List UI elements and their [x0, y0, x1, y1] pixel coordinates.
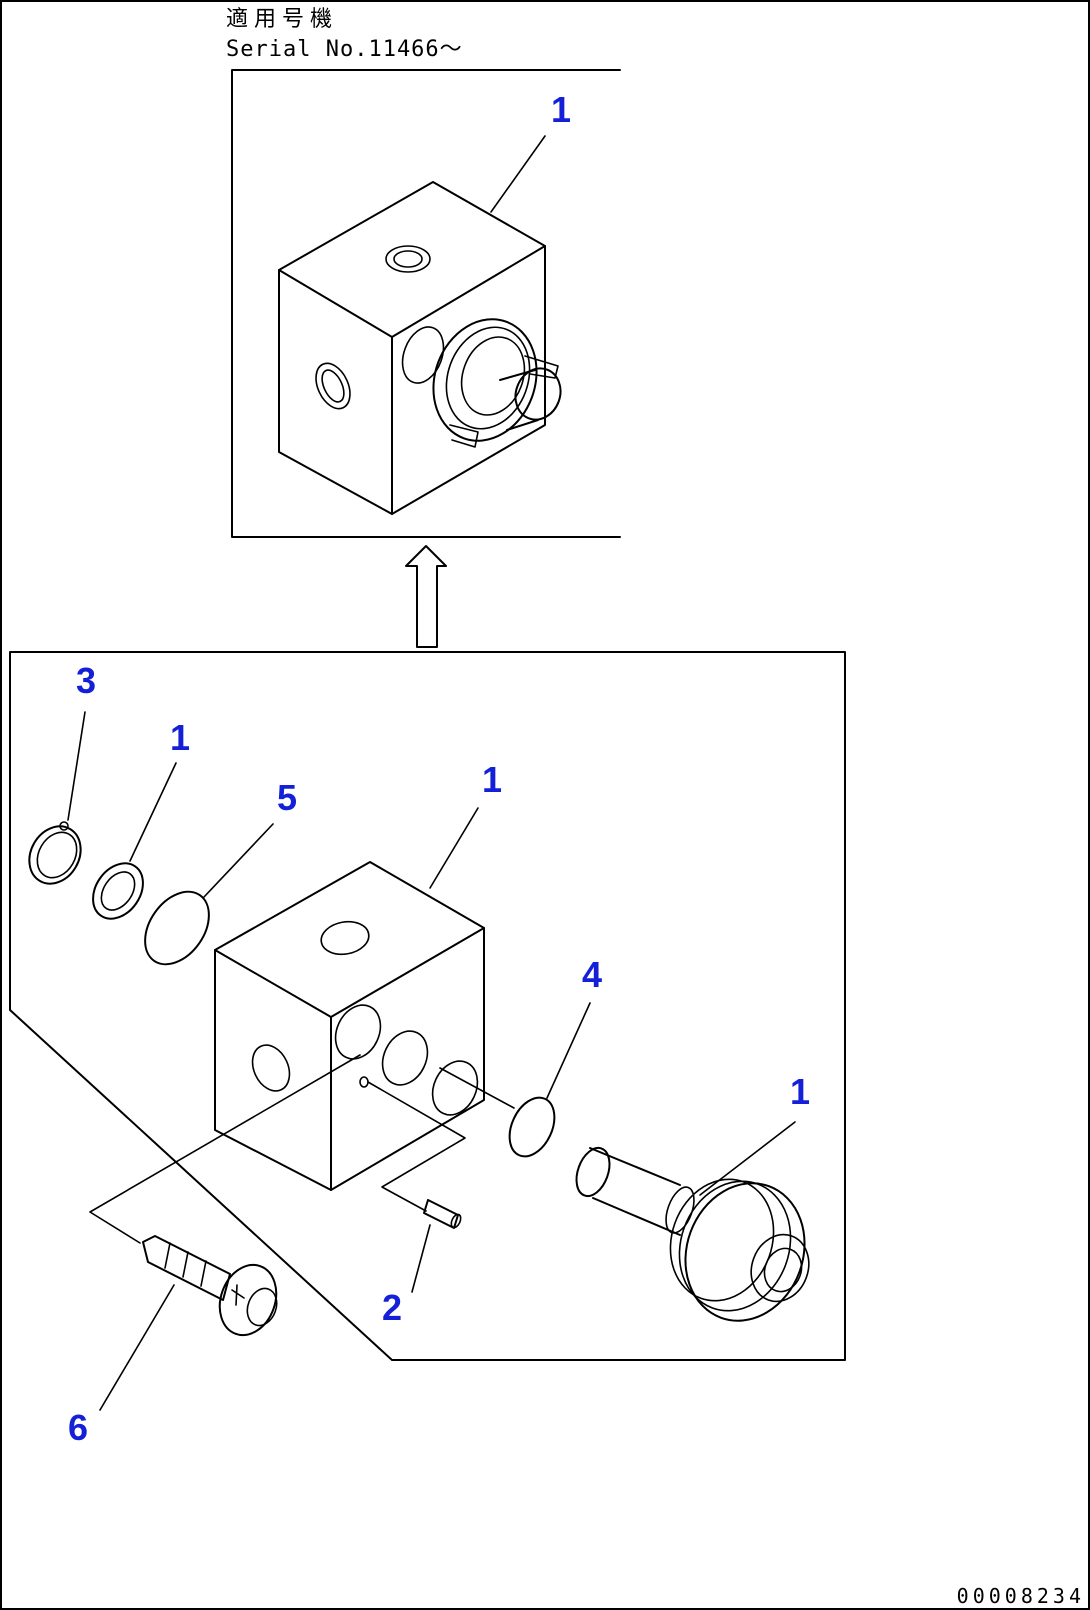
guide-line-pin	[367, 1081, 466, 1212]
top-valve-block	[278, 181, 546, 515]
callout-plug: 6	[68, 1407, 88, 1448]
leader-plug	[99, 1284, 175, 1411]
top-plunger-assembly	[432, 318, 562, 448]
leader-snap-ring	[67, 711, 86, 821]
plug	[142, 1235, 278, 1337]
up-arrow	[405, 545, 447, 648]
plunger	[575, 1146, 810, 1322]
leader-top-block	[490, 135, 546, 213]
snap-ring	[28, 821, 82, 885]
washer	[92, 862, 144, 920]
leader-block	[429, 807, 479, 889]
leader-oring-left	[203, 823, 274, 898]
callout-snap-ring: 3	[76, 660, 96, 701]
callout-top-block: 1	[551, 89, 571, 130]
spring-pin	[423, 1199, 462, 1229]
callout-washer: 1	[170, 717, 190, 758]
serial-number-label: Serial No.11466～	[226, 37, 463, 62]
drawing-number: 00008234	[957, 1584, 1085, 1608]
guide-line-oring-right	[439, 1067, 515, 1109]
callout-block: 1	[482, 759, 502, 800]
exploded-view: 3 1 5 1 4	[9, 651, 846, 1448]
leader-plunger	[699, 1121, 796, 1196]
valve-block	[214, 861, 485, 1191]
applicable-model-label: 適用号機	[226, 7, 338, 32]
exploded-view-frame	[9, 651, 846, 1361]
callout-oring-left: 5	[277, 777, 297, 818]
callout-pin: 2	[382, 1287, 402, 1328]
leader-oring-right	[546, 1002, 591, 1099]
top-inset-frame	[231, 69, 621, 538]
leader-pin	[411, 1224, 431, 1293]
guide-line-plug	[89, 1054, 361, 1244]
callout-plunger: 1	[790, 1071, 810, 1112]
oring-right	[508, 1096, 556, 1158]
top-inset: 1	[231, 69, 621, 538]
oring-left	[144, 890, 210, 966]
leader-washer	[129, 762, 177, 862]
callout-oring-right: 4	[582, 954, 602, 995]
